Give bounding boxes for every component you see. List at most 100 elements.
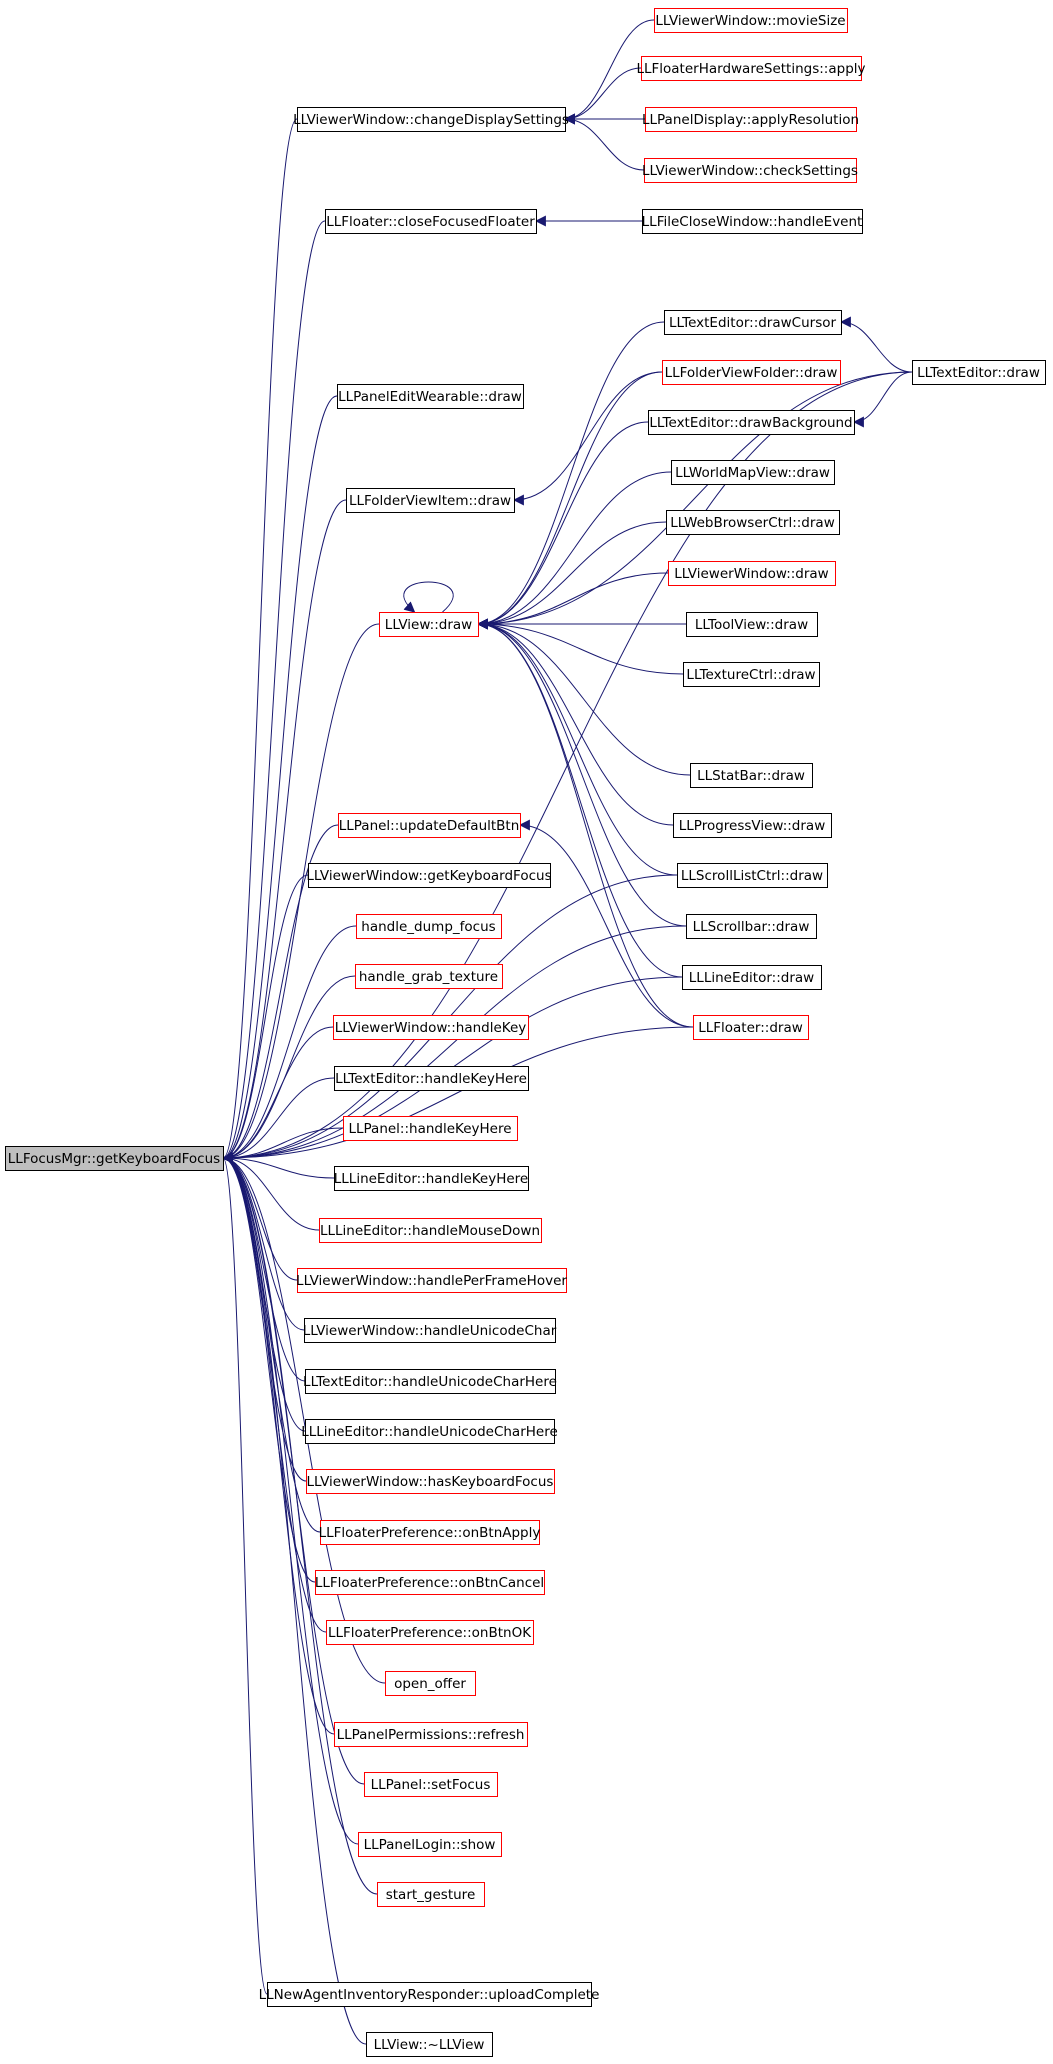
node-vwHandlePerFrameHover[interactable]: LLViewerWindow::handlePerFrameHover <box>296 1268 567 1293</box>
node-closeFocusedFloater[interactable]: LLFloater::closeFocusedFloater <box>325 209 537 234</box>
node-movieSize[interactable]: LLViewerWindow::movieSize <box>654 8 848 33</box>
node-leHandleMouseDown[interactable]: LLLineEditor::handleMouseDown <box>319 1218 542 1243</box>
node-handleDumpFocus[interactable]: handle_dump_focus <box>356 914 502 939</box>
node-viewDestructor[interactable]: LLView::~LLView <box>366 2032 493 2057</box>
node-webBrowserCtrlDraw[interactable]: LLWebBrowserCtrl::draw <box>666 510 840 535</box>
node-box <box>379 612 479 637</box>
node-panelSetFocus[interactable]: LLPanel::setFocus <box>364 1772 498 1797</box>
edge-vwHandleUnicodeChar-to-getKeyboardFocus <box>221 1152 305 1331</box>
node-handleGrabTexture[interactable]: handle_grab_texture <box>355 964 503 989</box>
node-label: LLView::draw <box>385 617 472 633</box>
node-statBarDraw[interactable]: LLStatBar::draw <box>690 763 813 788</box>
node-drawCursor[interactable]: LLTextEditor::drawCursor <box>664 310 842 335</box>
node-label: open_offer <box>394 1676 466 1692</box>
node-box <box>297 107 566 132</box>
node-box <box>325 209 537 234</box>
node-box <box>319 1218 542 1243</box>
node-prefOnBtnApply[interactable]: LLFloaterPreference::onBtnApply <box>319 1520 541 1545</box>
node-viewerWindowDraw[interactable]: LLViewerWindow::draw <box>668 561 836 586</box>
edge-textEditorDraw-to-drawBackground <box>852 371 913 428</box>
node-uploadComplete[interactable]: LLNewAgentInventoryResponder::uploadComp… <box>259 1982 600 2007</box>
node-label: LLFloaterPreference::onBtnCancel <box>315 1575 544 1591</box>
node-label: LLTextEditor::handleKeyHere <box>335 1071 527 1087</box>
node-worldMapViewDraw[interactable]: LLWorldMapView::draw <box>671 460 835 485</box>
node-box <box>346 488 515 513</box>
node-box <box>320 1520 540 1545</box>
node-box <box>355 964 503 989</box>
node-box <box>305 1419 555 1444</box>
edge-teHandleUnicodeCharHere-to-getKeyboardFocus <box>221 1152 306 1382</box>
node-label: LLLineEditor::draw <box>689 970 814 986</box>
node-panelLoginShow[interactable]: LLPanelLogin::show <box>358 1832 502 1857</box>
edge-updateDefaultBtn-to-getKeyboardFocus <box>221 824 339 1164</box>
node-toolViewDraw[interactable]: LLToolView::draw <box>686 612 818 637</box>
edge-viewDraw-to-viewDraw <box>403 581 454 613</box>
node-scrollbarDraw[interactable]: LLScrollbar::draw <box>686 914 817 939</box>
node-box <box>5 1146 224 1171</box>
node-box <box>315 1570 545 1595</box>
node-box <box>343 1116 518 1141</box>
edge-scrollbarDraw-to-viewDraw <box>476 618 687 927</box>
node-progressViewDraw[interactable]: LLProgressView::draw <box>673 813 832 838</box>
node-label: LLPanel::updateDefaultBtn <box>339 818 520 834</box>
edge-floaterDraw-to-getKeyboardFocus <box>221 1026 694 1164</box>
node-vwHasKeyboardFocus[interactable]: LLViewerWindow::hasKeyboardFocus <box>306 1469 555 1494</box>
node-textureCtrlDraw[interactable]: LLTextureCtrl::draw <box>683 662 820 687</box>
node-label: LLTextureCtrl::draw <box>686 667 815 683</box>
node-changeDisplaySettings[interactable]: LLViewerWindow::changeDisplaySettings <box>293 107 569 132</box>
node-viewDraw[interactable]: LLView::draw <box>379 612 479 637</box>
node-folderViewItemDraw[interactable]: LLFolderViewItem::draw <box>346 488 515 513</box>
node-box <box>297 1268 567 1293</box>
node-textEditorDraw[interactable]: LLTextEditor::draw <box>912 360 1046 385</box>
node-box <box>305 1369 556 1394</box>
node-box <box>693 1015 809 1040</box>
node-fileCloseHandleEvent[interactable]: LLFileCloseWindow::handleEvent <box>642 209 863 234</box>
node-applyResolution[interactable]: LLPanelDisplay::applyResolution <box>642 107 859 132</box>
node-openOffer[interactable]: open_offer <box>385 1671 476 1696</box>
node-box <box>683 662 820 687</box>
node-startGesture[interactable]: start_gesture <box>377 1882 485 1907</box>
node-leHandleKeyHere[interactable]: LLLineEditor::handleKeyHere <box>334 1166 529 1191</box>
node-getKeyboardFocusVW[interactable]: LLViewerWindow::getKeyboardFocus <box>306 863 552 888</box>
node-panelEditWearableDraw[interactable]: LLPanelEditWearable::draw <box>337 384 524 409</box>
node-vwHandleUnicodeChar[interactable]: LLViewerWindow::handleUnicodeChar <box>303 1318 557 1343</box>
node-folderViewFolderDraw[interactable]: LLFolderViewFolder::draw <box>662 360 841 385</box>
node-hwApply[interactable]: LLFloaterHardwareSettings::apply <box>636 56 866 81</box>
node-floaterDraw[interactable]: LLFloater::draw <box>693 1015 809 1040</box>
node-leHandleUnicodeCharHere[interactable]: LLLineEditor::handleUnicodeCharHere <box>301 1419 558 1444</box>
node-scrollListCtrlDraw[interactable]: LLScrollListCtrl::draw <box>677 863 828 888</box>
node-label: LLFloaterPreference::onBtnOK <box>328 1625 532 1641</box>
node-label: LLTextEditor::handleUnicodeCharHere <box>303 1374 557 1390</box>
node-drawBackground[interactable]: LLTextEditor::drawBackground <box>648 410 855 435</box>
node-lineEditorDraw[interactable]: LLLineEditor::draw <box>682 965 822 990</box>
node-label: LLWebBrowserCtrl::draw <box>670 515 835 531</box>
edge-worldMapViewDraw-to-viewDraw <box>476 471 672 630</box>
node-label: LLNewAgentInventoryResponder::uploadComp… <box>259 1987 600 2003</box>
node-label: handle_dump_focus <box>361 919 495 935</box>
node-prefOnBtnCancel[interactable]: LLFloaterPreference::onBtnCancel <box>315 1570 545 1595</box>
node-teHandleKeyHere[interactable]: LLTextEditor::handleKeyHere <box>334 1066 529 1091</box>
node-checkSettings[interactable]: LLViewerWindow::checkSettings <box>642 158 858 183</box>
node-teHandleUnicodeCharHere[interactable]: LLTextEditor::handleUnicodeCharHere <box>303 1369 557 1394</box>
node-prefOnBtnOK[interactable]: LLFloaterPreference::onBtnOK <box>326 1620 534 1645</box>
node-box <box>644 158 857 183</box>
edge-leHandleKeyHere-to-getKeyboardFocus <box>221 1152 335 1179</box>
node-vwHandleKey[interactable]: LLViewerWindow::handleKey <box>333 1015 529 1040</box>
node-label: LLFloaterPreference::onBtnApply <box>319 1525 541 1541</box>
node-label: LLTextEditor::drawBackground <box>649 415 852 431</box>
node-box <box>334 1066 529 1091</box>
node-box <box>366 2032 493 2057</box>
edge-drawCursor-to-viewDraw <box>476 321 665 630</box>
node-label: LLLineEditor::handleKeyHere <box>334 1171 529 1187</box>
node-panelPermissionsRefresh[interactable]: LLPanelPermissions::refresh <box>334 1722 528 1747</box>
edge-folderViewFolderDraw-to-viewDraw <box>476 371 663 630</box>
node-updateDefaultBtn[interactable]: LLPanel::updateDefaultBtn <box>338 813 521 838</box>
node-box <box>306 1469 555 1494</box>
node-box <box>356 914 502 939</box>
node-panelHandleKeyHere[interactable]: LLPanel::handleKeyHere <box>343 1116 518 1141</box>
node-label: LLPanel::handleKeyHere <box>348 1121 511 1137</box>
edge-scrollbarDraw-to-getKeyboardFocus <box>221 925 687 1164</box>
edge-scrollListCtrlDraw-to-viewDraw <box>476 618 678 876</box>
edge-teHandleKeyHere-to-getKeyboardFocus <box>221 1077 335 1164</box>
